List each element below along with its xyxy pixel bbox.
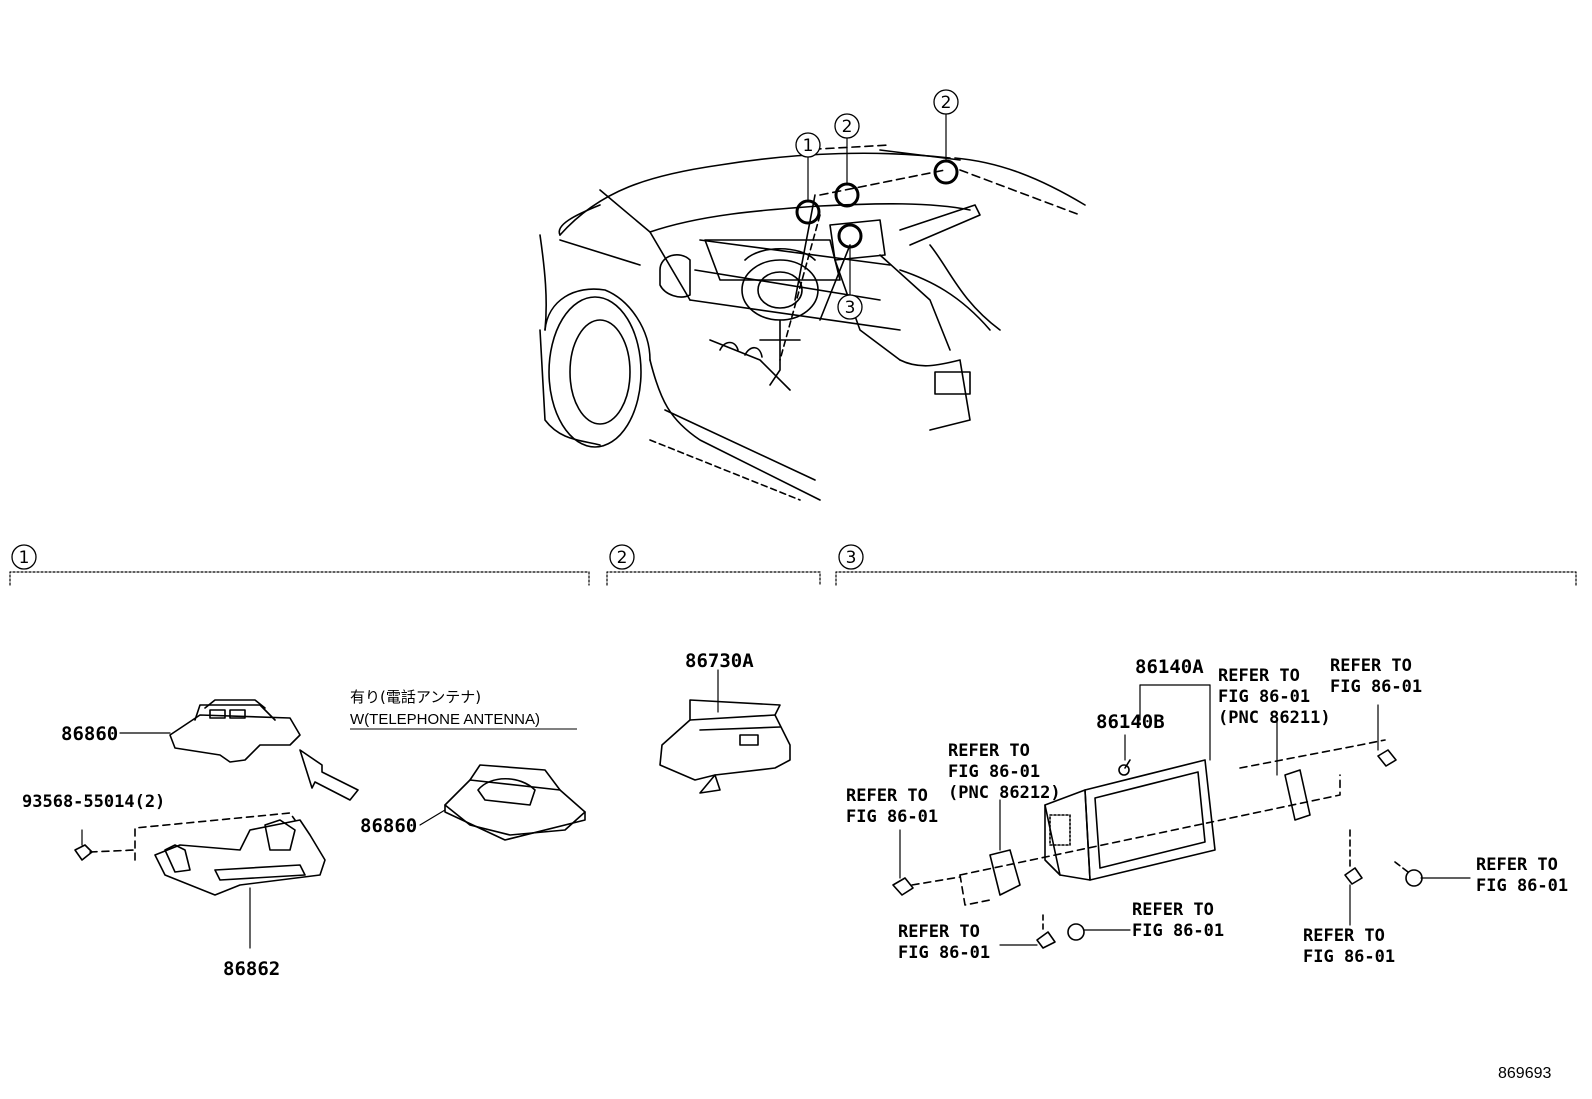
refer-block-bottom-left-bolt: REFER TO FIG 86-01: [898, 922, 990, 963]
svg-text:3: 3: [846, 548, 857, 568]
condition-note-en: W(TELEPHONE ANTENNA): [350, 711, 540, 728]
svg-text:FIG 86-01: FIG 86-01: [1218, 687, 1310, 707]
svg-text:1: 1: [19, 548, 30, 568]
svg-text:FIG 86-01: FIG 86-01: [948, 762, 1040, 782]
svg-text:REFER TO: REFER TO: [846, 786, 928, 806]
refer-block-pnc-86211: REFER TO FIG 86-01 (PNC 86211): [1218, 666, 1331, 728]
svg-text:2: 2: [842, 117, 853, 137]
svg-text:REFER TO: REFER TO: [1132, 900, 1214, 920]
marker-2-roof: 2: [933, 89, 959, 115]
svg-text:2: 2: [617, 548, 628, 568]
svg-text:1: 1: [803, 136, 814, 156]
refer-block-center-washer: REFER TO FIG 86-01: [1132, 900, 1224, 941]
svg-text:REFER TO: REFER TO: [1476, 855, 1558, 875]
part-label-86140A: 86140A: [1135, 656, 1204, 678]
svg-text:2: 2: [941, 93, 952, 113]
svg-text:REFER TO: REFER TO: [1303, 926, 1385, 946]
part-label-86860-top: 86860: [61, 723, 118, 745]
refer-block-bottom-right-bolt: REFER TO FIG 86-01: [1303, 926, 1395, 967]
part-label-86140B: 86140B: [1096, 711, 1165, 733]
vehicle-interior-illustration: [539, 144, 1086, 501]
svg-text:REFER TO: REFER TO: [1218, 666, 1300, 686]
marker-2: 2: [834, 113, 860, 139]
svg-text:FIG 86-01: FIG 86-01: [1132, 921, 1224, 941]
refer-block-left-bolt: REFER TO FIG 86-01: [846, 786, 938, 827]
figure-code: 869693: [1498, 1065, 1551, 1082]
condition-note-jp: 有り(電話アンテナ): [350, 688, 481, 706]
section-brackets: [9, 571, 1577, 586]
svg-text:FIG 86-01: FIG 86-01: [898, 943, 990, 963]
section-2-number: 2: [609, 544, 635, 570]
refer-block-pnc-86212: REFER TO FIG 86-01 (PNC 86212): [948, 741, 1061, 803]
marker-1: 1: [795, 132, 821, 158]
section-1-number: 1: [11, 544, 37, 570]
section-2-parts: [659, 669, 791, 794]
svg-text:REFER TO: REFER TO: [1330, 656, 1412, 676]
svg-text:REFER TO: REFER TO: [948, 741, 1030, 761]
part-label-86862: 86862: [223, 958, 280, 980]
location-markers: [795, 159, 959, 249]
part-label-86730A: 86730A: [685, 650, 754, 672]
svg-text:FIG 86-01: FIG 86-01: [1303, 947, 1395, 967]
section-3-parts: [892, 684, 1471, 949]
svg-text:(PNC 86212): (PNC 86212): [948, 783, 1061, 803]
svg-text:(PNC 86211): (PNC 86211): [1218, 708, 1331, 728]
svg-text:3: 3: [845, 298, 856, 318]
section-1-parts: [74, 699, 586, 949]
svg-text:FIG 86-01: FIG 86-01: [1330, 677, 1422, 697]
svg-text:FIG 86-01: FIG 86-01: [846, 807, 938, 827]
svg-text:FIG 86-01: FIG 86-01: [1476, 876, 1568, 896]
refer-block-right-bolt: REFER TO FIG 86-01: [1476, 855, 1568, 896]
section-3-number: 3: [838, 544, 864, 570]
svg-text:REFER TO: REFER TO: [898, 922, 980, 942]
marker-3: 3: [837, 294, 863, 320]
part-label-93568: 93568-55014(2): [22, 792, 165, 812]
refer-block-top-right-bolt: REFER TO FIG 86-01: [1330, 656, 1422, 697]
part-label-86860-side: 86860: [360, 815, 417, 837]
